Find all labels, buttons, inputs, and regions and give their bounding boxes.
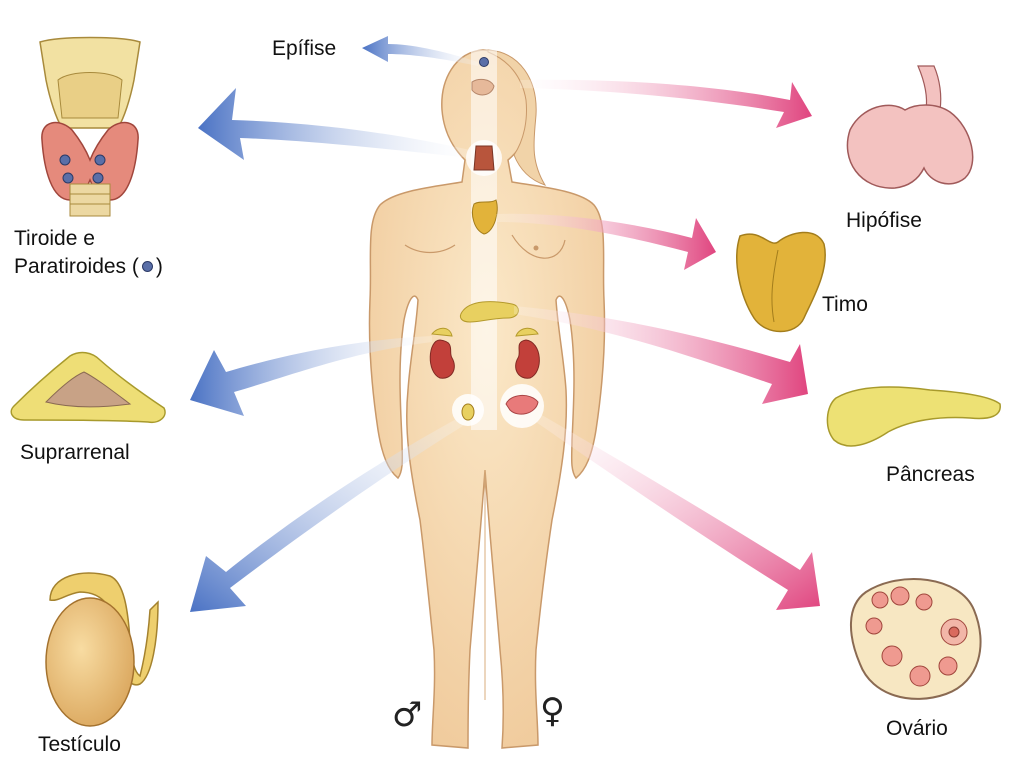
pituitary-body [846,104,974,189]
arrow-tiroide [198,88,470,160]
arrows [190,36,820,612]
arrow-epifise [362,36,478,66]
testis-illustration [45,572,159,727]
pineal-dot [479,57,489,67]
label-suprarrenal: Suprarrenal [20,441,130,464]
oocyte [948,626,960,638]
testis-body [45,597,135,727]
nipple [533,245,539,251]
parathyroid-legend-dot [141,260,153,272]
label-tiroide-line2: Paratiroides () [14,254,163,279]
thymus-shape [736,231,826,333]
label-tiroide-line1: Tiroide e [14,227,95,250]
parathyroid-dot-4 [92,172,104,184]
pituitary-illustration [846,65,974,189]
arrow-suprarrenal [190,336,432,416]
thymus-fold [771,249,779,323]
parathyroid-dot-1 [59,154,71,166]
arrow-pancreas [514,306,808,404]
chest-line [404,244,456,254]
body-adrenal-right [515,327,539,337]
label-testiculo: Testículo [38,733,121,756]
parathyroid-dot-3 [62,172,74,184]
body-thyroid [473,145,495,171]
human-body [368,49,606,749]
male-symbol-icon: ♂ [392,695,423,735]
follicle [871,591,889,609]
follicle [909,665,931,687]
breast [511,234,566,259]
body-ovary [505,395,539,415]
follicle [938,656,958,676]
thyroid-cartilage-inner [57,72,123,119]
arrow-testiculo [190,416,466,612]
pancreas-illustration [826,386,1001,447]
follicle [890,586,910,606]
arrow-hipofise [520,79,812,128]
pancreas-shape [826,386,1001,447]
trachea [69,183,111,217]
label-hipofise: Hipófise [846,209,922,232]
nose [471,78,495,96]
adrenal-illustration [10,351,166,424]
female-symbol-icon: ♀ [540,691,565,731]
follicle [915,593,933,611]
parathyroid-dot-2 [94,154,106,166]
body-kidney-right [515,339,540,379]
thyroid-illustration [39,36,141,217]
ovary-illustration [850,578,982,700]
thymus-illustration [736,231,826,333]
body-thymus [471,199,498,235]
label-paratiroides-close: ) [155,255,163,278]
follicle [865,617,883,635]
body-adrenal-left [431,327,453,337]
body-kidney-left [429,339,455,379]
body-pancreas [459,301,519,323]
label-ovario: Ovário [886,717,948,740]
label-pancreas: Pâncreas [886,463,975,486]
follicle [881,645,903,667]
center-strip [471,50,497,430]
pituitary-stalk [917,65,942,111]
label-paratiroides: Paratiroides ( [14,255,139,278]
adrenal-medulla [45,371,132,408]
arrow-ovario [536,414,820,610]
body-testis [461,403,475,421]
label-epifise: Epífise [272,37,337,60]
arrow-timo [496,213,716,270]
label-timo: Timo [822,293,868,316]
